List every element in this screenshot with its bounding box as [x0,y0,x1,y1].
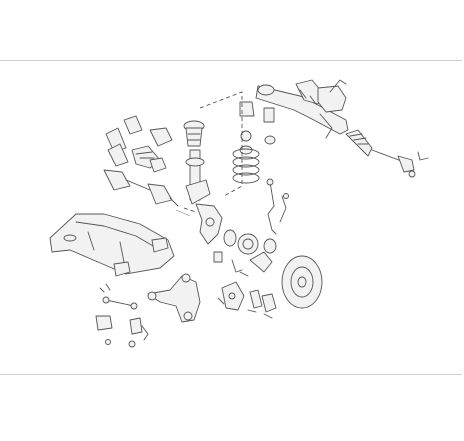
abs-sensor[interactable] [266,178,289,235]
steering-rack[interactable] [255,79,349,139]
rack-mount-bolts [239,101,276,155]
diagram-frame [0,60,462,375]
brake-shield[interactable] [249,251,273,273]
brake-disc[interactable] [281,255,323,309]
coil-spring[interactable] [232,148,260,184]
subframe[interactable] [49,213,175,277]
tie-rod-end[interactable] [371,149,429,178]
shaft-guide-line [175,209,191,217]
shock-absorber[interactable] [185,149,211,205]
brake-pads[interactable] [247,289,277,319]
cv-boot-kit[interactable] [105,115,173,173]
strut-assembly-guide [199,91,243,197]
knuckle-hardware [213,251,249,305]
wheel-bearing[interactable] [223,229,277,255]
stabilizer-link[interactable] [99,283,138,310]
strut-mount[interactable] [183,120,205,147]
bushing[interactable] [95,315,149,348]
tie-rod-boot[interactable] [345,129,373,157]
control-arm[interactable] [147,273,201,323]
brake-caliper[interactable] [221,281,245,311]
drive-shaft[interactable] [103,169,179,207]
knuckle-guide-line [183,207,197,213]
steering-knuckle[interactable] [195,203,223,245]
